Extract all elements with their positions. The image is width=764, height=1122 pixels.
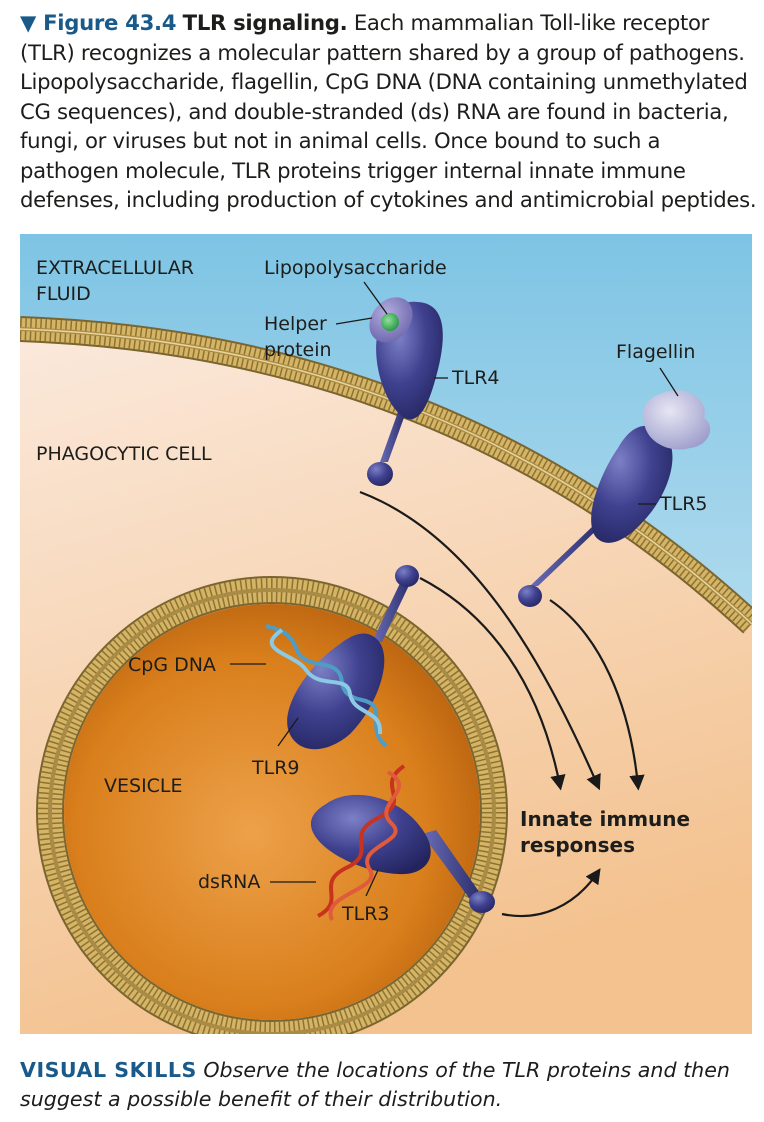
- label-vesicle: VESICLE: [104, 775, 183, 797]
- leader-tlr9: [277, 717, 299, 747]
- arrow-tlr4: [359, 490, 601, 791]
- label-protein: protein: [264, 339, 332, 361]
- tlr9-protein: [287, 565, 419, 750]
- caption-text: Each mammalian Toll-like receptor (TLR) …: [20, 10, 757, 212]
- lipopolysaccharide-molecule: [381, 313, 399, 331]
- figure-title: TLR signaling.: [182, 10, 348, 35]
- label-flagellin: Flagellin: [616, 341, 695, 363]
- label-extracellular-fluid: EXTRACELLULAR FLUID: [36, 257, 194, 305]
- label-extracellular: EXTRACELLULAR: [36, 257, 194, 279]
- visual-skills: VISUAL SKILLS Observe the locations of t…: [20, 1056, 760, 1114]
- leader-lines: [230, 281, 679, 897]
- label-cpg-dna: CpG DNA: [128, 654, 216, 676]
- label-lipopolysaccharide: Lipopolysaccharide: [264, 257, 447, 279]
- label-innate-immune: Innate immune: [520, 807, 690, 831]
- leader-lipopolysaccharide: [363, 281, 388, 315]
- label-tlr9: TLR9: [251, 757, 299, 779]
- figure-number: ▼ Figure 43.4: [20, 10, 177, 35]
- figure-caption: ▼ Figure 43.4 TLR signaling. Each mammal…: [20, 8, 760, 215]
- tlr-signaling-diagram: EXTRACELLULAR FLUID PHAGOCYTIC CELL VESIC…: [20, 234, 752, 1034]
- label-tlr3: TLR3: [341, 903, 389, 925]
- arrow-tlr5: [549, 599, 645, 791]
- arrow-tlr9: [419, 577, 566, 791]
- signal-arrows: [359, 490, 645, 918]
- tlr3-protein: [310, 794, 495, 913]
- visual-skills-heading: VISUAL SKILLS: [20, 1058, 197, 1082]
- visual-skills-text: Observe the locations of the TLR protein…: [20, 1058, 730, 1111]
- vesicle: [36, 576, 508, 1034]
- tlr5-protein: [518, 425, 673, 607]
- label-fluid: FLUID: [36, 283, 91, 305]
- leader-helper: [335, 317, 373, 325]
- leader-flagellin: [659, 367, 679, 397]
- label-responses: responses: [520, 833, 635, 857]
- cpg-dna-helix: [265, 624, 388, 748]
- label-tlr4: TLR4: [451, 367, 499, 389]
- flagellin-molecule: [642, 390, 711, 450]
- label-helper: Helper: [264, 313, 327, 335]
- label-phagocytic-cell: PHAGOCYTIC CELL: [36, 443, 212, 465]
- label-dsrna: dsRNA: [198, 871, 260, 893]
- label-helper-protein: Helper protein: [264, 313, 332, 361]
- vesicle-lumen: [64, 604, 480, 1020]
- leader-tlr3: [365, 869, 379, 897]
- dsrna-helix: [316, 764, 406, 921]
- arrow-tlr3: [501, 868, 601, 918]
- label-tlr5: TLR5: [659, 493, 707, 515]
